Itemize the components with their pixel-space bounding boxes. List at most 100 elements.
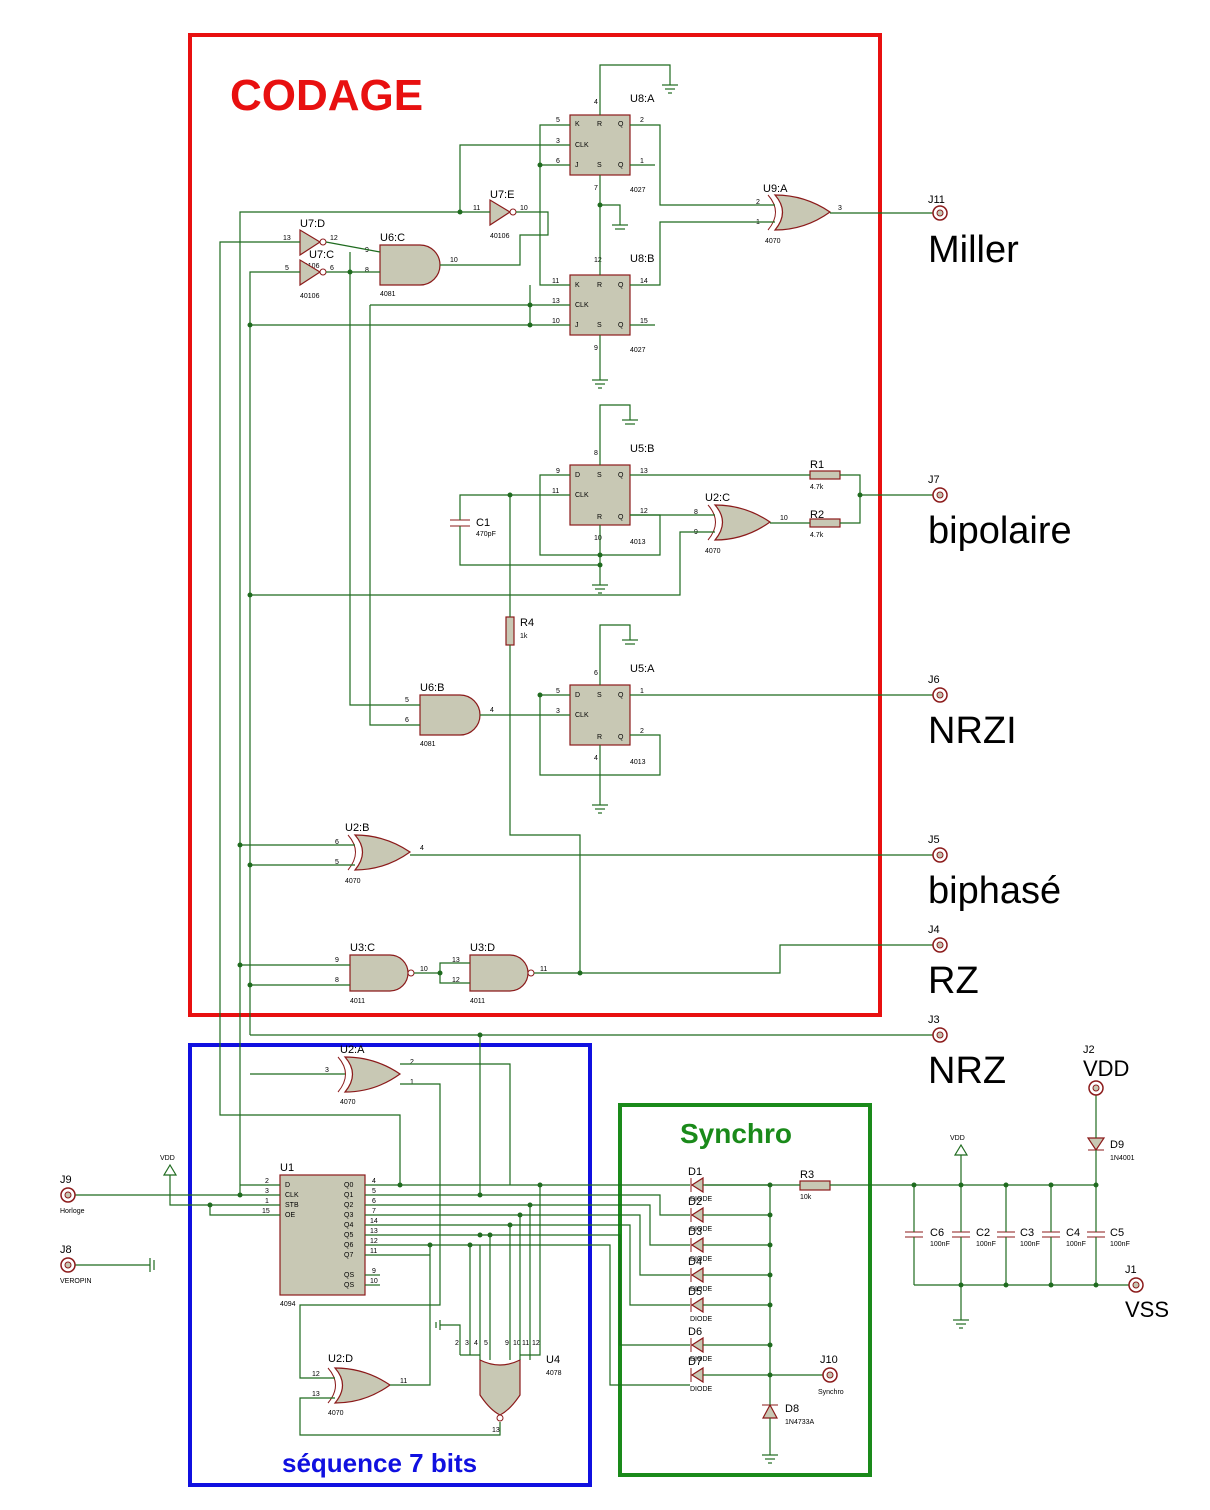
svg-text:8: 8 (335, 977, 339, 984)
diode-ref-d5: D5 (688, 1286, 702, 1298)
svg-text:5: 5 (372, 1188, 376, 1195)
connector-j9-horloge: J9 Horloge (60, 1174, 85, 1215)
diode-ref-d2: D2 (688, 1196, 702, 1208)
vdd-symbol-label-right: VDD (950, 1135, 965, 1142)
svg-text:5: 5 (484, 1340, 488, 1347)
svg-text:11: 11 (473, 205, 480, 212)
svg-text:12: 12 (312, 1371, 320, 1378)
svg-text:J: J (575, 162, 579, 169)
u7e-ref: U7:E (490, 189, 514, 201)
c1-capacitor: C1 470pF (450, 517, 496, 538)
diode-value-d7: DIODE (690, 1386, 713, 1393)
svg-text:3: 3 (556, 138, 560, 145)
d9-diode: D9 1N4001 (1086, 1137, 1135, 1162)
c1-value: 470pF (476, 531, 496, 538)
svg-text:14: 14 (640, 278, 648, 285)
connector-j4-rz: J4 RZ (928, 924, 979, 1002)
veropin-label: VEROPIN (60, 1278, 92, 1285)
svg-text:13: 13 (640, 468, 648, 475)
svg-text:Q: Q (618, 472, 624, 479)
u1-value: 4094 (280, 1301, 296, 1308)
c3-value: 100nF (1020, 1241, 1040, 1248)
svg-text:Q: Q (618, 121, 624, 128)
svg-text:J: J (575, 322, 579, 329)
diode-value-d4: DIODE (690, 1286, 713, 1293)
diode-ref-d6: D6 (688, 1326, 702, 1338)
svg-text:13: 13 (312, 1391, 320, 1398)
miller-label: Miller (928, 229, 1019, 271)
u1-shift-register: D CLK STB OE Q0 Q1 Q2 Q3 Q4 Q5 Q6 Q7 QS … (262, 1162, 378, 1308)
u9a-ref: U9:A (763, 183, 788, 195)
u8a-value: 4027 (630, 187, 646, 194)
svg-text:Q: Q (618, 162, 624, 169)
nrzi-label: NRZI (928, 710, 1017, 752)
j2-ref: J2 (1083, 1044, 1095, 1056)
diode-ref-d3: D3 (688, 1226, 702, 1238)
u2a-xor-gate: U2:A 4070 321 (325, 1044, 414, 1106)
svg-text:S: S (597, 472, 602, 479)
diode-ref-d4: D4 (688, 1256, 702, 1268)
u2a-ref: U2:A (340, 1044, 365, 1056)
svg-text:3: 3 (465, 1340, 469, 1347)
svg-text:1: 1 (265, 1198, 269, 1205)
svg-text:S: S (597, 322, 602, 329)
svg-text:4: 4 (420, 845, 424, 852)
r3-value: 10k (800, 1194, 812, 1201)
u4-value: 4078 (546, 1370, 562, 1377)
codage-block-title: CODAGE (230, 71, 423, 120)
u8a-ref: U8:A (630, 93, 655, 105)
svg-text:4: 4 (594, 99, 598, 106)
svg-text:12: 12 (330, 235, 338, 242)
svg-text:R: R (597, 121, 602, 128)
diode-array: D1DIODED2DIODED3DIODED4DIODED5DIODED6DIO… (688, 1166, 770, 1393)
u2b-xor-gate: U2:B 4070 654 (335, 822, 424, 885)
u7c-value: 40106 (300, 293, 320, 300)
svg-text:9: 9 (372, 1268, 376, 1275)
connector-j7-bipolaire: J7 bipolaire (928, 474, 1072, 552)
svg-text:11: 11 (400, 1378, 407, 1385)
u7d-ref: U7:D (300, 218, 325, 230)
svg-text:R: R (597, 514, 602, 521)
u1-ref: U1 (280, 1162, 294, 1174)
svg-text:D: D (285, 1182, 290, 1189)
u6b-ref: U6:B (420, 682, 444, 694)
d9-ref: D9 (1110, 1139, 1124, 1151)
svg-text:R: R (597, 734, 602, 741)
c6-value: 100nF (930, 1241, 950, 1248)
wiring (72, 64, 1130, 1464)
svg-text:12: 12 (640, 508, 648, 515)
j4-ref: J4 (928, 924, 940, 936)
svg-text:8: 8 (694, 509, 698, 516)
svg-text:3: 3 (325, 1067, 329, 1074)
u4-ref: U4 (546, 1354, 560, 1366)
u2c-ref: U2:C (705, 492, 730, 504)
r4-resistor: R4 1k (505, 616, 534, 646)
svg-text:S: S (597, 162, 602, 169)
svg-text:6: 6 (335, 839, 339, 846)
svg-text:6: 6 (594, 670, 598, 677)
synchro-connector-label: Synchro (818, 1389, 844, 1396)
svg-text:15: 15 (640, 318, 648, 325)
sequence-block-frame (188, 1043, 592, 1487)
svg-text:2: 2 (640, 117, 644, 124)
u2a-value: 4070 (340, 1099, 356, 1106)
svg-text:D: D (575, 472, 580, 479)
svg-text:4: 4 (594, 755, 598, 762)
connector-j3-nrz: J3 NRZ (928, 1014, 1006, 1092)
c3-ref: C3 (1020, 1227, 1034, 1239)
connector-j6-nrzi: J6 NRZI (928, 674, 1017, 752)
u7e-value: 40106 (490, 233, 510, 240)
c6-ref: C6 (930, 1227, 944, 1239)
svg-text:6: 6 (556, 158, 560, 165)
svg-text:2: 2 (410, 1059, 414, 1066)
svg-text:10: 10 (420, 966, 428, 973)
svg-text:D: D (575, 692, 580, 699)
j9-ref: J9 (60, 1174, 72, 1186)
svg-text:1: 1 (640, 688, 644, 695)
svg-text:7: 7 (372, 1208, 376, 1215)
